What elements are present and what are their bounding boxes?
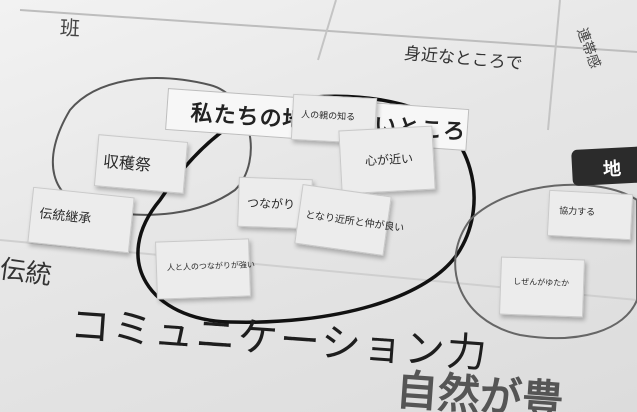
sticky-note-text: 人の親の知る: [300, 110, 356, 124]
sticky-note-text: 人と人のつながりが強い: [166, 260, 256, 273]
grid-line: [547, 0, 561, 131]
sticky-note: しぜんがゆたか: [499, 256, 585, 318]
sticky-note: 心が近い: [338, 125, 436, 195]
sticky-note: 収穫祭: [93, 134, 189, 194]
sticky-note: となり近所と仲が良い: [294, 184, 405, 256]
sticky-note-text: しぜんがゆたか: [513, 276, 570, 288]
sticky-note: 協力する: [546, 189, 634, 241]
sticky-note-text: 協力する: [558, 206, 596, 219]
grid-line: [19, 9, 637, 53]
grid-line: [317, 0, 337, 61]
black-tab-label: 地: [602, 158, 622, 181]
sticky-note-text: つながり: [246, 196, 296, 212]
outline-loop-right: [454, 183, 637, 339]
handwriting-left: 伝統: [0, 254, 54, 292]
sticky-note-text: 伝統継承: [38, 206, 92, 228]
sticky-note: 人と人のつながりが強い: [155, 238, 255, 300]
group-label: 班: [59, 15, 81, 41]
sticky-note-text: 収穫祭: [102, 151, 152, 175]
sticky-note: 伝統継承: [27, 186, 135, 254]
sticky-note-text: 心が近い: [364, 151, 414, 169]
